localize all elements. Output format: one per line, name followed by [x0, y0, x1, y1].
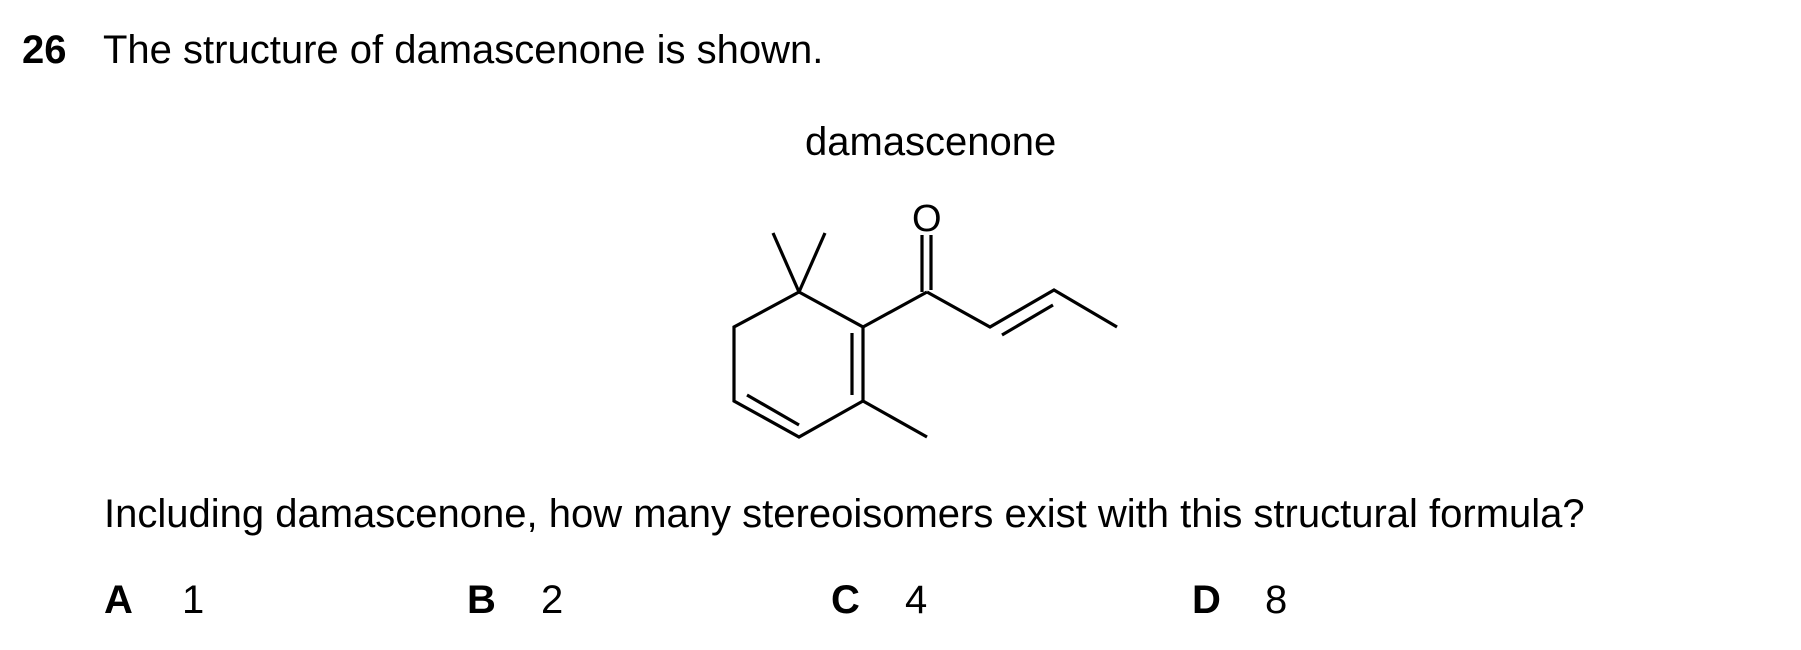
option-a-letter: A — [104, 578, 133, 622]
option-d-letter: D — [1192, 578, 1221, 622]
side-chain — [926, 288, 1118, 329]
structure-label: damascenone — [805, 120, 1057, 164]
question-intro: The structure of damascenone is shown. — [103, 28, 824, 72]
gem-methyl-2 — [797, 232, 827, 293]
alkene-double-bond-inner — [1001, 303, 1054, 337]
ring-methyl — [862, 399, 928, 439]
option-c-letter: C — [831, 578, 860, 622]
option-d-value: 8 — [1265, 578, 1288, 622]
question-number: 26 — [22, 28, 67, 72]
option-a-value: 1 — [182, 578, 205, 622]
ring-to-carbonyl — [862, 290, 928, 329]
gem-methyl-1 — [771, 232, 801, 293]
option-b-value: 2 — [541, 578, 564, 622]
option-c-value: 4 — [905, 578, 928, 622]
oxygen-atom-label: O — [912, 198, 942, 240]
question-prompt: Including damascenone, how many stereois… — [104, 492, 1585, 536]
ring-double-bond-inner-2 — [746, 393, 800, 427]
ring-bonds — [732, 290, 865, 439]
option-b-letter: B — [467, 578, 496, 622]
